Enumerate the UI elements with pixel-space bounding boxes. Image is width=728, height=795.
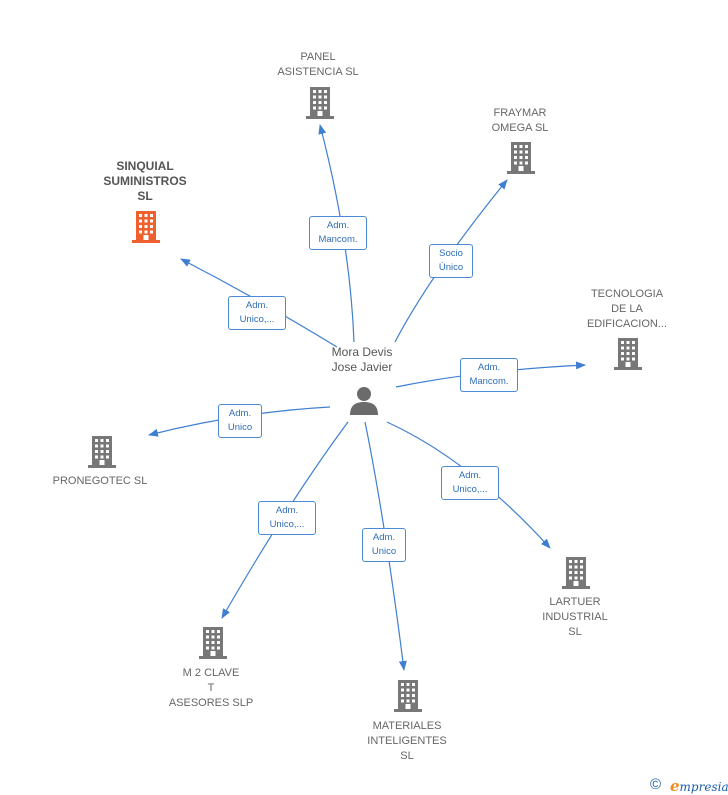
- relation-label-sinquial[interactable]: Adm. Unico,...: [228, 296, 286, 330]
- company-label-m2clave[interactable]: M 2 CLAVE T ASESORES SLP: [168, 667, 254, 709]
- person-icon[interactable]: [349, 386, 379, 415]
- building-icon-pronegotec[interactable]: [86, 435, 118, 469]
- brand-rest: mpresia: [679, 780, 728, 794]
- relation-label-pronegotec[interactable]: Adm. Unico: [218, 404, 262, 438]
- company-label-lartuer[interactable]: LARTUER INDUSTRIAL SL: [542, 596, 608, 638]
- relation-label-m2clave[interactable]: Adm. Unico,...: [258, 501, 316, 535]
- building-icon-tecnologia[interactable]: [612, 337, 644, 371]
- building-icon-m2clave[interactable]: [197, 626, 229, 660]
- company-label-materiales[interactable]: MATERIALES INTELIGENTES SL: [367, 720, 447, 762]
- relation-label-materiales[interactable]: Adm. Unico: [362, 528, 406, 562]
- company-label-sinquial[interactable]: SINQUIAL SUMINISTROS SL: [103, 159, 187, 203]
- empresia-logo: empresia: [670, 777, 728, 795]
- company-label-pronegotec[interactable]: PRONEGOTEC SL: [52, 475, 148, 487]
- building-icon-fraymar[interactable]: [505, 141, 537, 175]
- building-icon-lartuer[interactable]: [560, 556, 592, 590]
- relation-label-lartuer[interactable]: Adm. Unico,...: [441, 466, 499, 500]
- copyright-icon: ©: [650, 776, 662, 793]
- person-name[interactable]: Mora Devis Jose Javier: [331, 345, 393, 374]
- building-icon-materiales[interactable]: [392, 679, 424, 713]
- building-icon-panel[interactable]: [304, 86, 336, 120]
- relation-label-panel[interactable]: Adm. Mancom.: [309, 216, 367, 250]
- relation-label-fraymar[interactable]: Socio Único: [429, 244, 473, 278]
- building-icon-sinquial[interactable]: [130, 210, 162, 244]
- company-label-tecnologia[interactable]: TECNOLOGIA DE LA EDIFICACION...: [586, 288, 668, 330]
- company-label-panel[interactable]: PANEL ASISTENCIA SL: [277, 51, 359, 78]
- relation-label-tecnologia[interactable]: Adm. Mancom.: [460, 358, 518, 392]
- company-label-fraymar[interactable]: FRAYMAR OMEGA SL: [491, 107, 549, 134]
- brand-initial: e: [670, 777, 680, 795]
